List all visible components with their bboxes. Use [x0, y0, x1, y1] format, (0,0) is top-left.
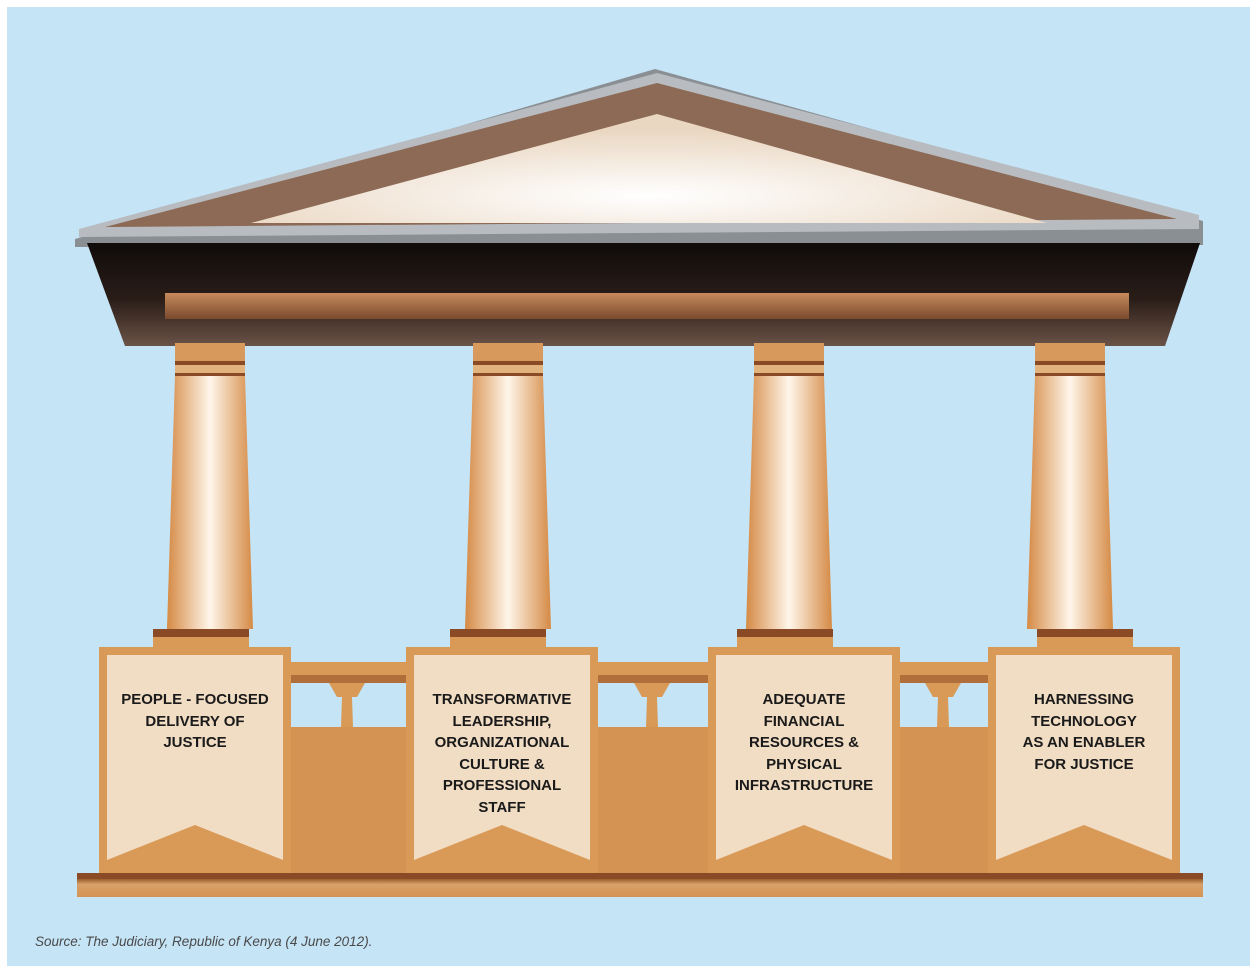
diagram-frame: PEOPLE - FOCUSED DELIVERY OF JUSTICE TRA…: [7, 7, 1250, 966]
pillar-label-2: TRANSFORMATIVE LEADERSHIP, ORGANIZATIONA…: [432, 691, 572, 816]
banner-2: [414, 655, 590, 860]
pillar-label-4: HARNESSING TECHNOLOGY AS AN ENABLER FOR …: [1022, 691, 1146, 773]
banners: [99, 647, 1180, 877]
columns: [153, 343, 1133, 647]
banner-3: [716, 655, 892, 860]
column-3: [737, 343, 833, 647]
banner-4: [996, 655, 1172, 860]
temple-diagram: [75, 69, 1203, 897]
banner-1: [107, 655, 283, 860]
pediment: [75, 69, 1203, 247]
base: [77, 873, 1203, 897]
pillar-label-3: ADEQUATE FINANCIAL RESOURCES & PHYSICAL …: [734, 691, 874, 794]
balustrade: [281, 662, 993, 897]
column-4: [1027, 343, 1133, 647]
entablature: [87, 243, 1200, 346]
column-2: [450, 343, 551, 647]
pillar-label-1: PEOPLE - FOCUSED DELIVERY OF JUSTICE: [121, 691, 269, 751]
column-1: [153, 343, 253, 647]
source-caption: Source: The Judiciary, Republic of Kenya…: [35, 934, 373, 949]
